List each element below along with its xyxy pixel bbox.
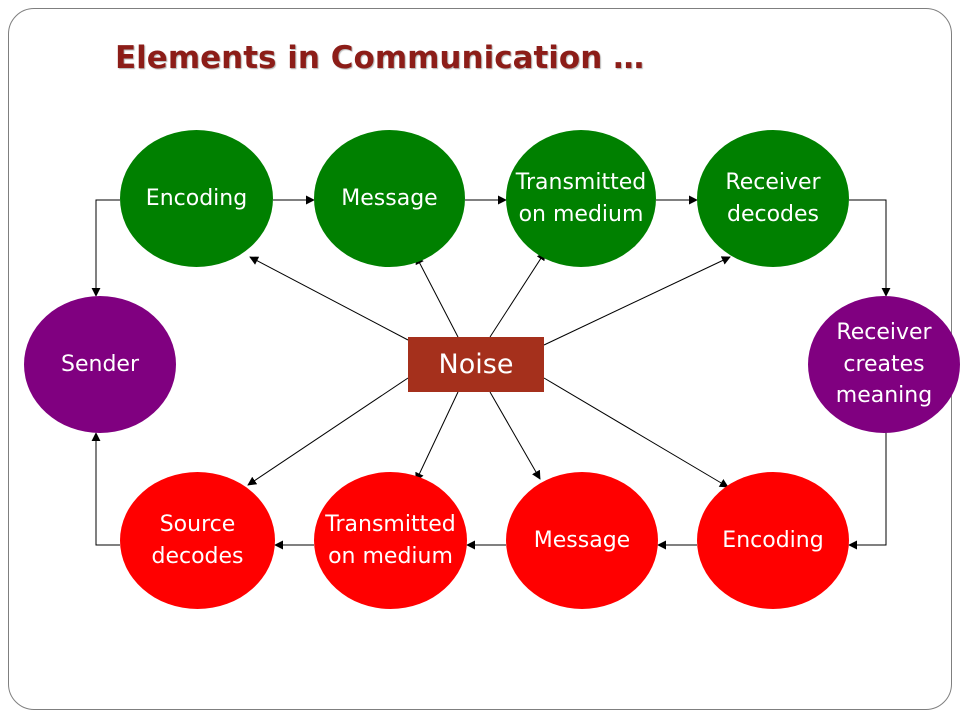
arrow-meaning-to-encoding [848, 432, 887, 550]
noise-arrow-8 [543, 377, 729, 488]
noise-arrow-7 [489, 391, 541, 480]
arrow-receiver-to-meaning [849, 199, 891, 297]
noise-arrow-6 [415, 391, 459, 482]
node-receiver-creates-meaning: Receiver creates meaning [808, 296, 960, 433]
noise-arrow-5 [247, 377, 409, 486]
node-receiver-decodes: Receiver decodes [697, 130, 849, 267]
node-encoding-bottom: Encoding [697, 472, 849, 609]
node-sender: Sender [24, 296, 176, 433]
node-transmitted-bottom: Transmitted on medium [314, 472, 467, 609]
node-source-decodes: Source decodes [120, 472, 275, 609]
node-message-top: Message [314, 130, 465, 267]
node-encoding-top: Encoding [120, 130, 273, 267]
slide-title: Elements in Communication … [115, 40, 645, 76]
noise-arrow-4 [543, 256, 731, 346]
noise-arrow-1 [249, 256, 409, 341]
noise-arrow-3 [489, 251, 546, 338]
node-transmitted-top: Transmitted on medium [506, 130, 656, 267]
arrow-source-to-sender [91, 432, 120, 546]
noise-arrow-2 [415, 255, 459, 338]
noise-box: Noise [408, 337, 544, 392]
node-message-bottom: Message [506, 472, 658, 609]
arrow-encoding-to-sender [91, 199, 120, 297]
